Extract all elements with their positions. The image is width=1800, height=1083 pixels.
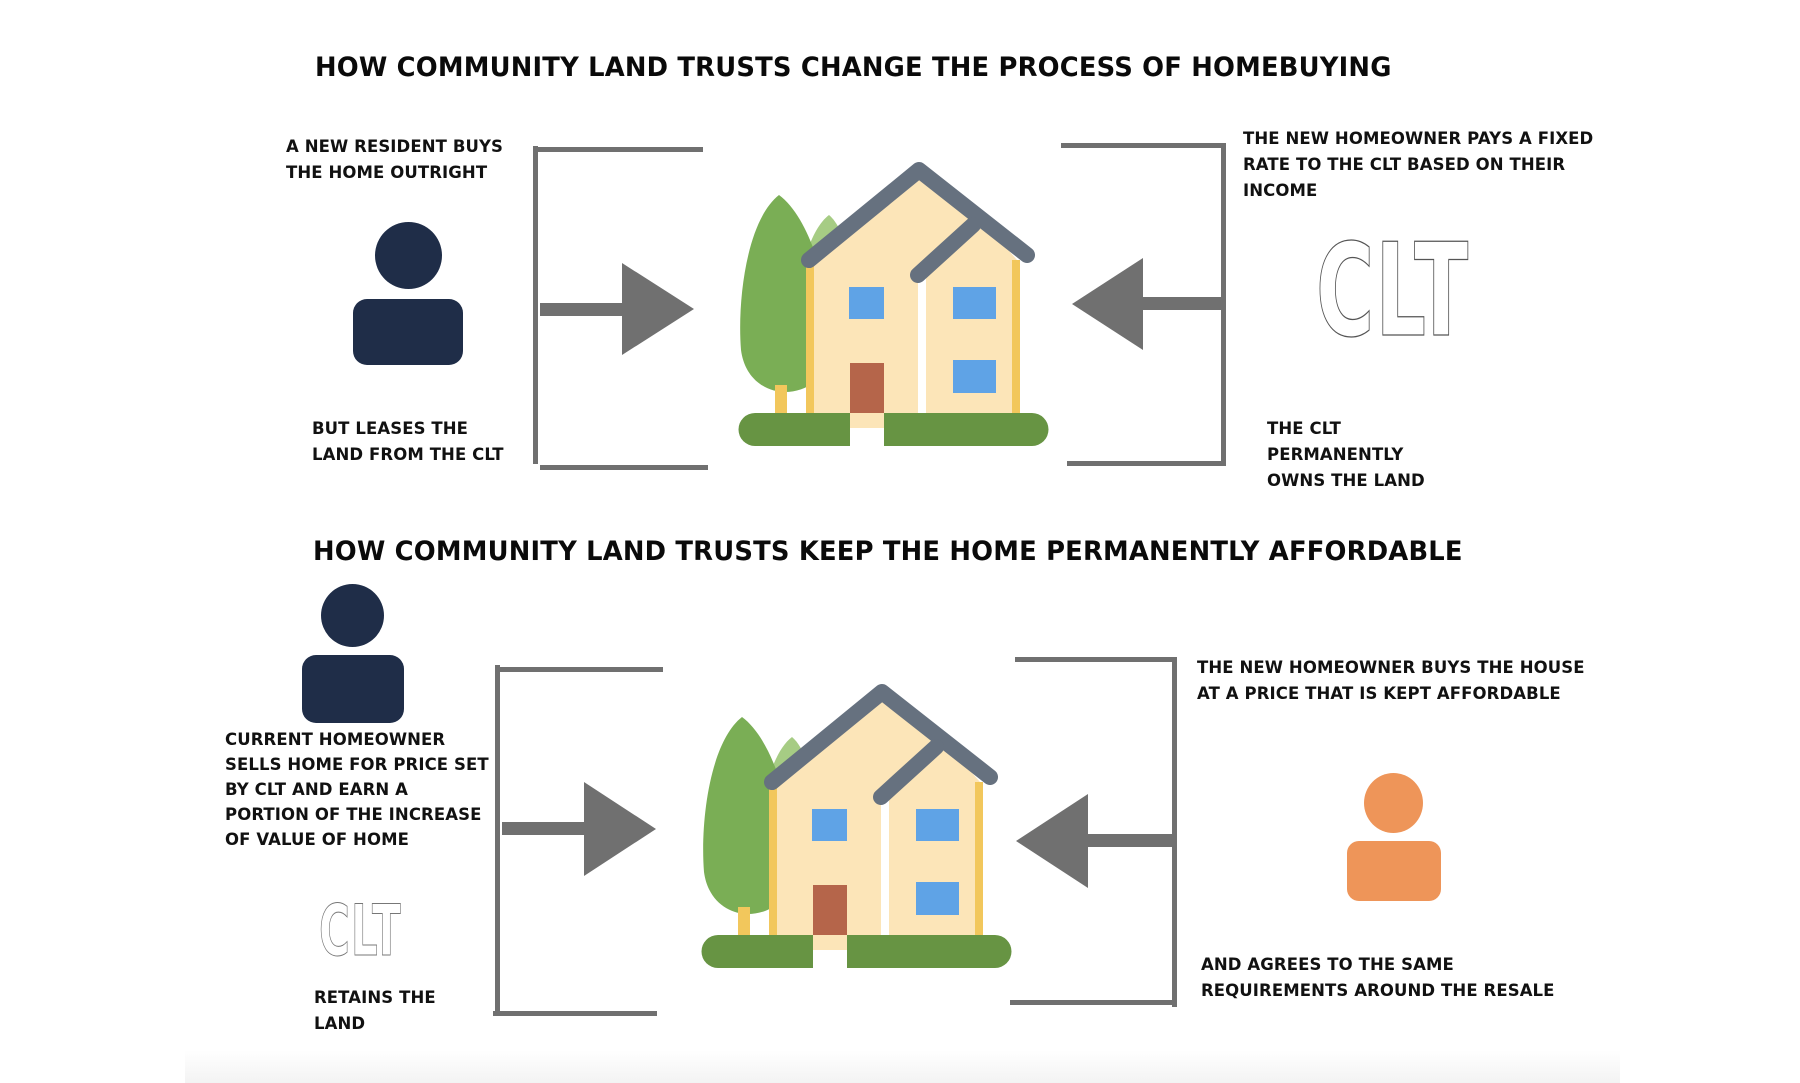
label-new-homeowner-buys: THE NEW HOMEOWNER BUYS THE HOUSE AT A PR… bbox=[1197, 658, 1585, 703]
person-head bbox=[1364, 773, 1423, 833]
label-new-resident-buys: A NEW RESIDENT BUYS THE HOME OUTRIGHT bbox=[286, 137, 504, 182]
house-icon bbox=[738, 162, 1049, 446]
label-current-homeowner-sells: CURRENT HOMEOWNER SELLS HOME FOR PRICE S… bbox=[225, 730, 489, 849]
label-fixed-rate: THE NEW HOMEOWNER PAYS A FIXED RATE TO T… bbox=[1243, 129, 1594, 200]
person-body bbox=[1347, 841, 1441, 901]
person-head bbox=[321, 584, 384, 647]
section-title-homebuying: HOW COMMUNITY LAND TRUSTS CHANGE THE PRO… bbox=[315, 52, 1392, 83]
label-leases-land: BUT LEASES THE LAND FROM THE CLT bbox=[312, 419, 504, 464]
person-body bbox=[353, 299, 463, 365]
section-title-affordable: HOW COMMUNITY LAND TRUSTS KEEP THE HOME … bbox=[313, 536, 1463, 567]
clt-logo-small: CLT bbox=[319, 890, 402, 972]
clt-logo: CLT bbox=[1316, 217, 1470, 366]
house-icon bbox=[701, 684, 1012, 968]
label-clt-owns-land: THE CLT PERMANENTLY OWNS THE LAND bbox=[1267, 419, 1425, 490]
person-head bbox=[375, 222, 442, 289]
label-retains-land: RETAINS THE LAND bbox=[314, 988, 436, 1033]
label-agrees-resale: AND AGREES TO THE SAME REQUIREMENTS AROU… bbox=[1201, 955, 1555, 1000]
person-body bbox=[302, 655, 404, 723]
